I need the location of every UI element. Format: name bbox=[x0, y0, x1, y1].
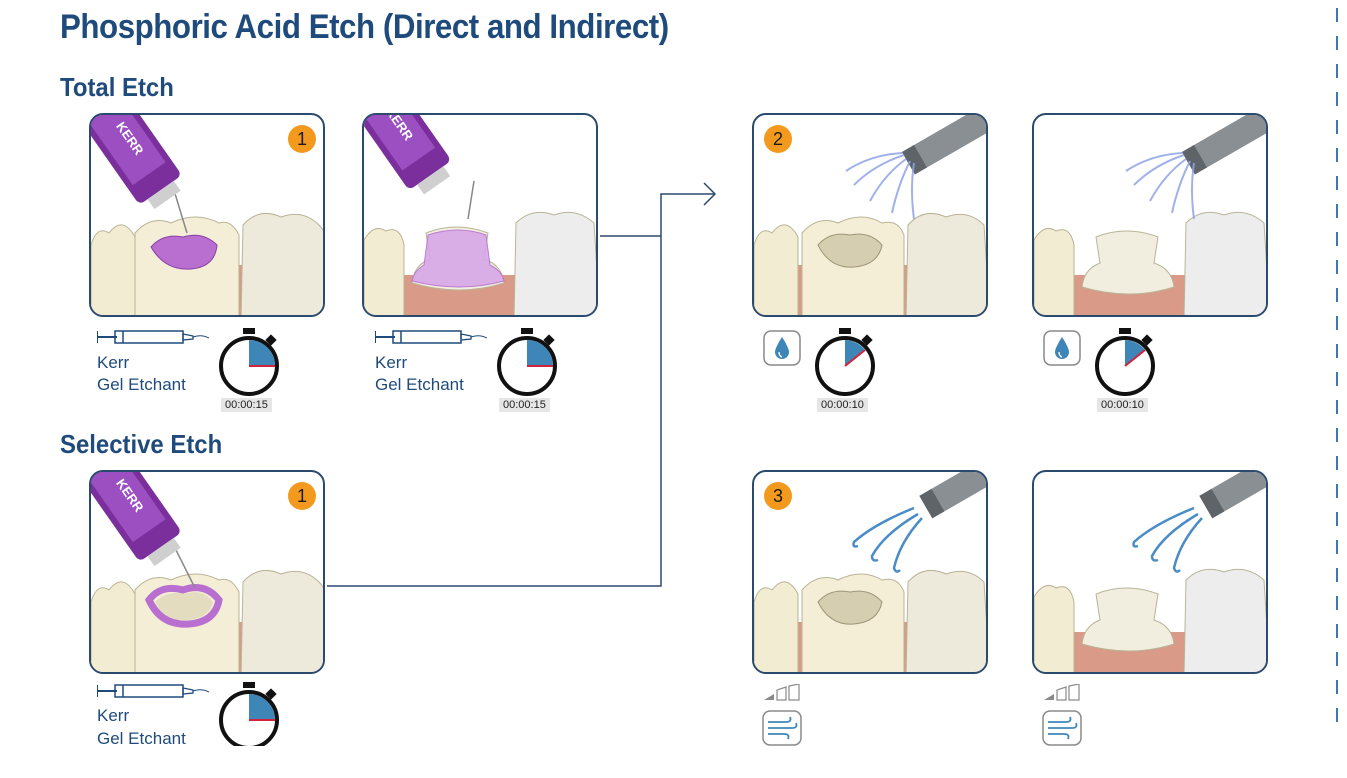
margin-dash bbox=[1336, 232, 1338, 246]
margin-dash bbox=[1336, 596, 1338, 610]
timer-readout: 00:00:10 bbox=[1097, 398, 1148, 412]
margin-dash bbox=[1336, 344, 1338, 358]
water-drop-icon bbox=[763, 330, 801, 366]
margin-dash bbox=[1336, 176, 1338, 190]
margin-dash bbox=[1336, 512, 1338, 526]
product-label-line2: Gel Etchant bbox=[375, 375, 464, 394]
margin-dash bbox=[1336, 428, 1338, 442]
illustration-rinse-direct: 2 bbox=[752, 113, 988, 317]
margin-dash bbox=[1336, 92, 1338, 106]
stopwatch-icon bbox=[1095, 328, 1155, 396]
product-label-line1: Kerr bbox=[97, 706, 130, 725]
water-drop-icon bbox=[1043, 330, 1081, 366]
margin-dash bbox=[1336, 568, 1338, 582]
syringe-icon bbox=[97, 684, 209, 698]
illustration-selective-etch-direct: KERR 1 bbox=[89, 470, 325, 674]
step-badge-1-selective: 1 bbox=[288, 482, 316, 510]
margin-dash bbox=[1336, 204, 1338, 218]
margin-dash bbox=[1336, 148, 1338, 162]
step-badge-3: 3 bbox=[764, 482, 792, 510]
illustration-total-etch-indirect: KERR bbox=[362, 113, 598, 317]
illustration-rinse-indirect bbox=[1032, 113, 1268, 317]
stopwatch-icon bbox=[497, 328, 557, 396]
product-label-line1: Kerr bbox=[375, 353, 408, 372]
illustration-air-dry-direct: 3 bbox=[752, 470, 988, 674]
margin-dash bbox=[1336, 288, 1338, 302]
arrow-right-icon bbox=[703, 182, 717, 206]
margin-dash bbox=[1336, 64, 1338, 78]
air-dry-icon bbox=[762, 710, 802, 746]
margin-dash bbox=[1336, 36, 1338, 50]
stopwatch-icon bbox=[815, 328, 875, 396]
timer-readout: 00:00:15 bbox=[221, 398, 272, 412]
margin-dash bbox=[1336, 8, 1338, 22]
illustration-total-etch-direct: KERR 1 bbox=[89, 113, 325, 317]
product-label-line1: Kerr bbox=[97, 353, 130, 372]
timer-readout: 00:00:10 bbox=[817, 398, 868, 412]
stopwatch-icon bbox=[219, 682, 279, 746]
signal-low-icon bbox=[764, 684, 800, 701]
margin-dash bbox=[1336, 652, 1338, 666]
margin-dash bbox=[1336, 484, 1338, 498]
margin-dash bbox=[1336, 708, 1338, 722]
page-title: Phosphoric Acid Etch (Direct and Indirec… bbox=[60, 8, 669, 46]
margin-dash bbox=[1336, 624, 1338, 638]
signal-low-icon bbox=[1044, 684, 1080, 701]
margin-dash bbox=[1336, 540, 1338, 554]
margin-dash bbox=[1336, 260, 1338, 274]
illustration-air-dry-indirect bbox=[1032, 470, 1268, 674]
margin-dash bbox=[1336, 372, 1338, 386]
air-dry-icon bbox=[1042, 710, 1082, 746]
margin-dash bbox=[1336, 400, 1338, 414]
margin-dash bbox=[1336, 456, 1338, 470]
stopwatch-icon bbox=[219, 328, 279, 396]
margin-dash bbox=[1336, 316, 1338, 330]
timer-readout: 00:00:15 bbox=[499, 398, 550, 412]
section-heading-total-etch: Total Etch bbox=[60, 72, 174, 102]
product-label-line2: Gel Etchant bbox=[97, 375, 186, 394]
syringe-icon bbox=[97, 330, 209, 344]
section-heading-selective-etch: Selective Etch bbox=[60, 429, 223, 459]
step-badge-1: 1 bbox=[288, 125, 316, 153]
margin-dash bbox=[1336, 680, 1338, 694]
product-label-line2: Gel Etchant bbox=[97, 729, 186, 748]
step-badge-2: 2 bbox=[764, 125, 792, 153]
syringe-icon bbox=[375, 330, 487, 344]
margin-dash bbox=[1336, 120, 1338, 134]
